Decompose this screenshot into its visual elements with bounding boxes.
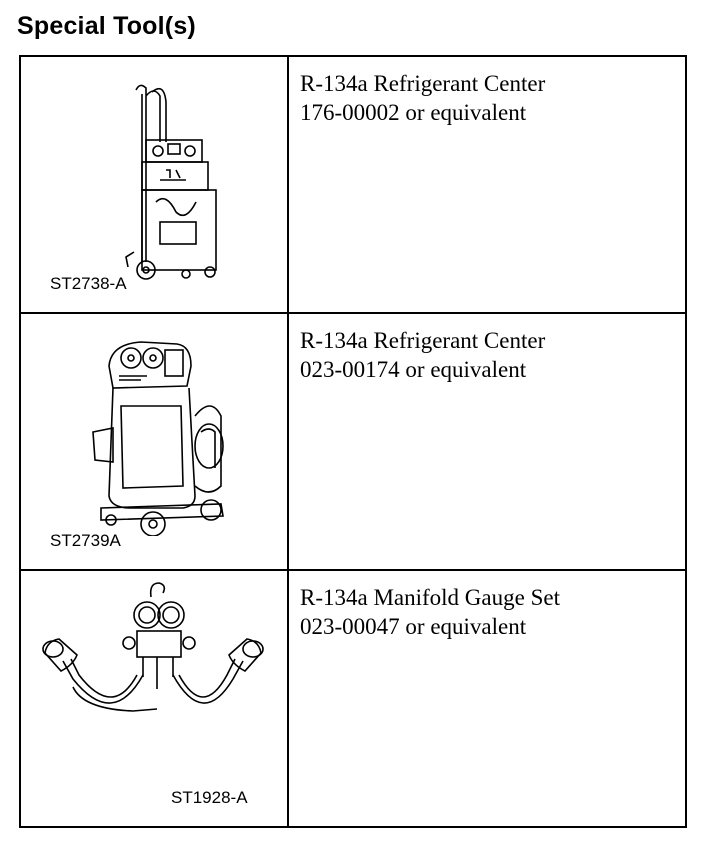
tool-name: R-134a Refrigerant Center [300, 328, 546, 353]
tool-code: ST1928-A [171, 788, 248, 807]
tool-description: R-134a Refrigerant Center 176-00002 or e… [287, 55, 687, 314]
tool-number: 176-00002 or equivalent [300, 100, 527, 125]
special-tools-table: ST2738-A R-134a Refrigerant Center 176-0… [19, 55, 687, 828]
tool-description: R-134a Manifold Gauge Set 023-00047 or e… [287, 569, 687, 828]
table-row: ST2738-A R-134a Refrigerant Center 176-0… [19, 55, 687, 314]
tool-number: 023-00047 or equivalent [300, 614, 527, 639]
refrigerant-center-unit-icon [92, 341, 224, 536]
manifold-gauge-set-icon [42, 582, 264, 712]
table-row: ST2739A R-134a Refrigerant Center 023-00… [19, 312, 687, 571]
refrigerant-center-cart-icon [125, 84, 217, 280]
tool-code: ST2739A [50, 531, 121, 550]
tool-number: 023-00174 or equivalent [300, 357, 527, 382]
tool-name: R-134a Refrigerant Center [300, 71, 546, 96]
page-title: Special Tool(s) [17, 12, 196, 40]
tool-image-cell: ST2739A [19, 312, 289, 571]
tool-image-cell: ST2738-A [19, 55, 289, 314]
tool-code: ST2738-A [50, 274, 127, 293]
tool-image-cell: ST1928-A [19, 569, 289, 828]
tool-name: R-134a Manifold Gauge Set [300, 585, 560, 610]
tool-description: R-134a Refrigerant Center 023-00174 or e… [287, 312, 687, 571]
table-row: ST1928-A R-134a Manifold Gauge Set 023-0… [19, 569, 687, 828]
